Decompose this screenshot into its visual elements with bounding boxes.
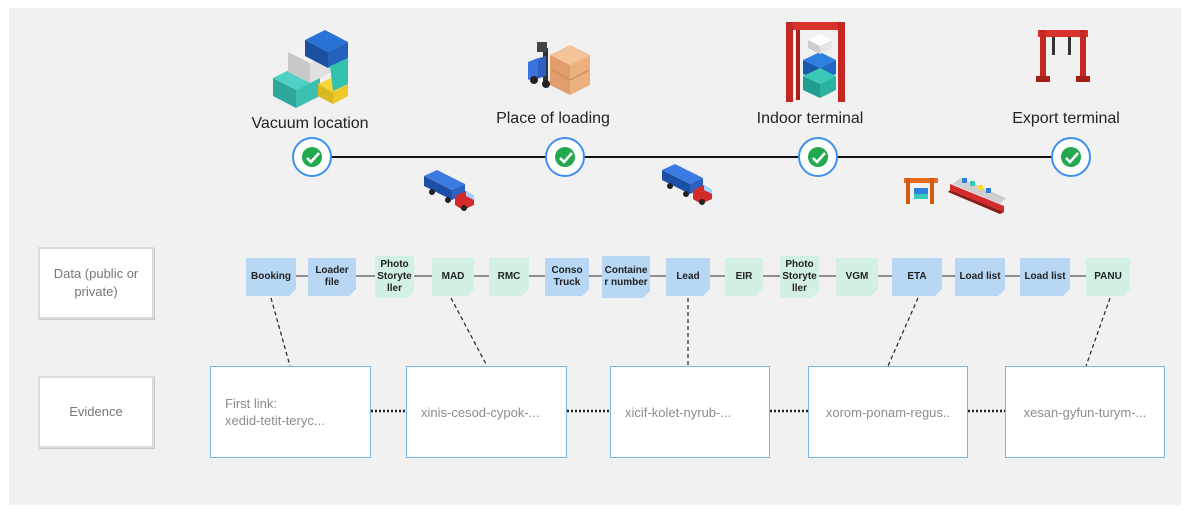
containers-icon (273, 30, 348, 108)
data-item-conso-truck: Conso Truck (545, 258, 589, 296)
evidence-link: xesan-gyfun-turym-... (1023, 404, 1147, 420)
diagram-canvas (9, 8, 1181, 505)
data-item-eir: EIR (725, 258, 763, 296)
data-item-rmc: RMC (489, 258, 529, 296)
stop-label-indoor-terminal: Indoor terminal (756, 110, 864, 127)
data-item-lead: Lead (666, 258, 710, 296)
stop-label-export-terminal: Export terminal (1012, 110, 1120, 127)
evidence-link: xicif-kolet-nyrub-... (625, 404, 732, 420)
data-row-label: Data (public or private) (38, 247, 154, 319)
stop-label-place-of-loading: Place of loading (496, 110, 610, 127)
check-icon (798, 137, 838, 177)
ship-icon (948, 178, 1006, 214)
forklift-icon (528, 42, 590, 95)
evidence-link: xinis-cesod-cypok-... (421, 404, 540, 420)
data-item-booking: Booking (246, 258, 296, 296)
stop-label-vacuum-location: Vacuum location (251, 115, 369, 132)
data-item-eta: ETA (892, 258, 942, 296)
truck-icon (662, 164, 712, 205)
crane-icon (904, 178, 938, 204)
evidence-prefix: First link: (225, 396, 277, 411)
data-item-loader-file: Loader file (308, 258, 356, 296)
evidence-box[interactable]: xorom-ponam-regus.. (808, 366, 968, 458)
truck-icon (424, 170, 474, 211)
data-item-panu: PANU (1086, 258, 1130, 296)
data-item-photo-storyteller: Photo Storyteller (375, 256, 414, 298)
evidence-box[interactable]: xesan-gyfun-turym-... (1005, 366, 1165, 458)
data-item-photo-storyteller-2: Photo Storyteller (780, 256, 819, 298)
evidence-link: xedid-tetit-teryc... (225, 413, 325, 428)
evidence-box-first-link[interactable]: First link: xedid-tetit-teryc... (210, 366, 371, 458)
evidence-box[interactable]: xicif-kolet-nyrub-... (610, 366, 770, 458)
check-icon (292, 137, 332, 177)
data-item-load-list-2: Load list (1020, 258, 1070, 296)
data-item-mad: MAD (432, 258, 474, 296)
gantry-crane-icon (786, 22, 845, 102)
evidence-row-label: Evidence (38, 376, 154, 448)
check-icon (545, 137, 585, 177)
data-item-vgm: VGM (836, 258, 878, 296)
evidence-box[interactable]: xinis-cesod-cypok-... (406, 366, 567, 458)
check-icon (1051, 137, 1091, 177)
evidence-link: xorom-ponam-regus.. (825, 404, 951, 420)
data-item-load-list: Load list (955, 258, 1005, 296)
crane-icon (1036, 30, 1090, 82)
data-item-container-number: Container number (602, 256, 650, 298)
